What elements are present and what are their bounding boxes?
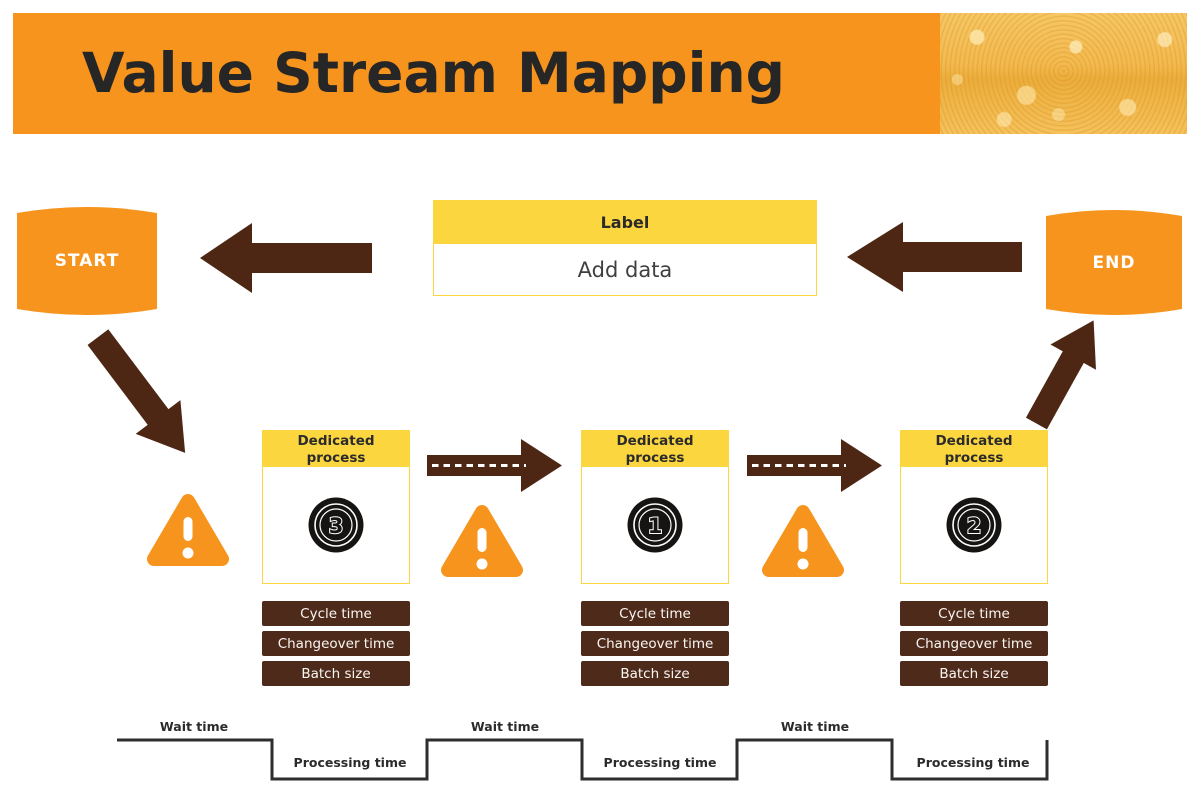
- changeover-time-pill[interactable]: Changeover time: [262, 631, 410, 656]
- svg-text:3: 3: [329, 514, 344, 538]
- processing-time-label: Processing time: [293, 755, 407, 770]
- page-title: Value Stream Mapping: [82, 41, 785, 105]
- metrics-group-1: Cycle time Changeover time Batch size: [262, 601, 410, 686]
- wait-time-label: Wait time: [159, 719, 229, 734]
- label-card[interactable]: Label Add data: [433, 200, 817, 296]
- timeline-line: [115, 737, 1050, 787]
- process-box-2[interactable]: Dedicated process 1: [581, 430, 729, 585]
- cycle-time-pill[interactable]: Cycle time: [262, 601, 410, 626]
- svg-text:2: 2: [967, 514, 982, 538]
- arrow-start-down-icon: [76, 320, 208, 470]
- arrow-to-label-icon: [847, 222, 1022, 292]
- end-node[interactable]: END: [1043, 203, 1185, 322]
- wait-time-label: Wait time: [780, 719, 850, 734]
- batch-size-pill[interactable]: Batch size: [581, 661, 729, 686]
- process-box-body: 3: [262, 467, 410, 584]
- wait-time-label: Wait time: [470, 719, 540, 734]
- process-box-1[interactable]: Dedicated process 3: [262, 430, 410, 585]
- dashed-arrow-icon: [747, 439, 882, 492]
- svg-text:1: 1: [648, 514, 663, 538]
- number-3-badge-icon: 3: [308, 497, 364, 553]
- cylinder-shape: [17, 207, 157, 315]
- warning-triangle-icon: [440, 503, 524, 580]
- label-card-header: Label: [433, 200, 817, 244]
- warning-triangle-icon: [146, 492, 230, 569]
- start-node[interactable]: START: [14, 200, 160, 322]
- label-card-add-data-field[interactable]: Add data: [433, 244, 817, 296]
- process-box-header: Dedicated process: [900, 430, 1048, 467]
- process-box-header: Dedicated process: [262, 430, 410, 467]
- cycle-time-pill[interactable]: Cycle time: [900, 601, 1048, 626]
- dashed-arrow-icon: [427, 439, 562, 492]
- arrow-to-start-icon: [200, 223, 372, 293]
- cycle-time-pill[interactable]: Cycle time: [581, 601, 729, 626]
- metrics-group-3: Cycle time Changeover time Batch size: [900, 601, 1048, 686]
- changeover-time-pill[interactable]: Changeover time: [900, 631, 1048, 656]
- batch-size-pill[interactable]: Batch size: [262, 661, 410, 686]
- processing-time-label: Processing time: [603, 755, 717, 770]
- end-label: END: [1092, 252, 1136, 273]
- number-2-badge-icon: 2: [946, 497, 1002, 553]
- glitter-photo: [940, 13, 1187, 134]
- start-label: START: [54, 251, 120, 271]
- process-box-header: Dedicated process: [581, 430, 729, 467]
- metrics-group-2: Cycle time Changeover time Batch size: [581, 601, 729, 686]
- process-box-3[interactable]: Dedicated process 2: [900, 430, 1048, 585]
- processing-time-label: Processing time: [916, 755, 1030, 770]
- process-box-body: 2: [900, 467, 1048, 584]
- number-1-badge-icon: 1: [627, 497, 683, 553]
- header-banner: Value Stream Mapping: [13, 13, 1187, 134]
- batch-size-pill[interactable]: Batch size: [900, 661, 1048, 686]
- cylinder-shape: [1046, 210, 1182, 315]
- changeover-time-pill[interactable]: Changeover time: [581, 631, 729, 656]
- warning-triangle-icon: [761, 503, 845, 580]
- arrow-up-to-end-icon: [1014, 308, 1117, 436]
- process-box-body: 1: [581, 467, 729, 584]
